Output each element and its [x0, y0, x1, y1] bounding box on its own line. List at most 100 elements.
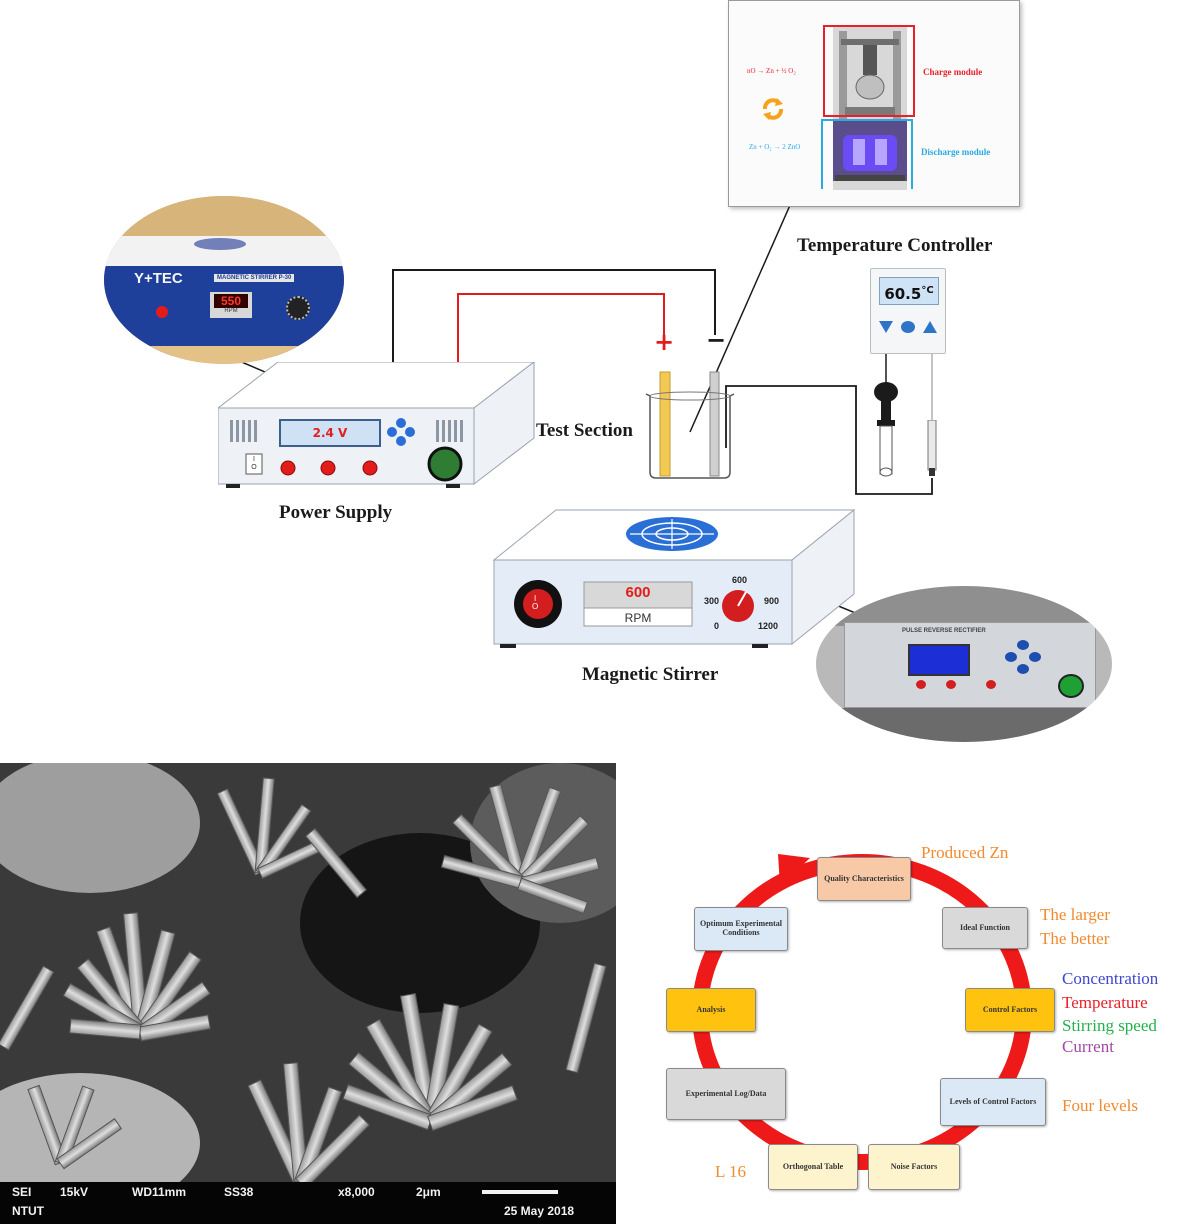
- key-right-icon: [1029, 652, 1041, 662]
- rectifier-red-button-1: [916, 680, 926, 689]
- box-orthogonal-table: Orthogonal Table: [768, 1144, 858, 1190]
- positive-electrode: [659, 371, 671, 477]
- discharge-equation: Zn + O₂ → 2 ZnO: [749, 143, 801, 151]
- box-quality-characteristics: Quality Characteristics: [817, 857, 911, 901]
- rectifier-screen: [908, 644, 970, 676]
- apparatus-photo: [825, 25, 915, 190]
- temperature-reading: 60.5: [884, 285, 922, 303]
- red-wire: [457, 293, 665, 365]
- note-l16: L 16: [715, 1162, 747, 1181]
- stirrer-photo-unit: RPM: [224, 308, 238, 314]
- charge-module-bracket: [823, 25, 915, 117]
- rectifier-shelf: [816, 586, 1112, 626]
- controller-buttons: [879, 321, 937, 333]
- sem-micrograph: SEI 15kV WD11mm SS38 x8,000 2μm NTUT 25 …: [0, 763, 616, 1224]
- note-temperature: Temperature: [1062, 993, 1148, 1012]
- rectifier-base: [816, 708, 1112, 742]
- rectifier-red-button-3: [986, 680, 996, 689]
- rectifier-photo: PULSE REVERSE RECTIFIER: [816, 586, 1112, 742]
- box-experimental-log-data: Experimental Log/Data: [666, 1068, 786, 1120]
- stirrer-plate-logo: [626, 517, 718, 551]
- sem-spot-size: SS38: [224, 1185, 254, 1199]
- beaker: [645, 371, 735, 479]
- rectifier-body: [844, 622, 1096, 708]
- key-up-icon: [1017, 640, 1029, 650]
- thermometer-probe: [874, 382, 898, 477]
- sem-scale-label: 2μm: [416, 1185, 441, 1199]
- sem-institution: NTUT: [12, 1204, 44, 1218]
- stirrer-display-unit: RPM: [624, 611, 652, 625]
- stirrer-photo: Y+TEC MAGNETIC STIRRER P-30 550 RPM: [104, 196, 344, 364]
- circle-button-icon: [901, 321, 915, 333]
- note-four-levels: Four levels: [1062, 1096, 1139, 1115]
- stirrer-model: MAGNETIC STIRRER P-30: [214, 274, 295, 282]
- box-analysis: Analysis: [666, 988, 756, 1032]
- down-triangle-icon: [879, 321, 893, 333]
- stirrer-logo-plate: [194, 238, 246, 250]
- rectifier-keypad: [1004, 640, 1042, 676]
- power-supply-display: 2.4 V: [312, 426, 348, 440]
- rectifier-red-button-2: [946, 680, 956, 689]
- temperature-sensor: [927, 420, 937, 476]
- box-ideal-function: Ideal Function: [942, 907, 1028, 949]
- magnetic-stirrer-label: Magnetic Stirrer: [582, 664, 719, 685]
- sem-magnification: x8,000: [338, 1185, 375, 1199]
- positive-terminal: +: [654, 328, 675, 356]
- refresh-arrows-icon: [763, 98, 783, 120]
- negative-electrode: [709, 371, 720, 477]
- note-produced-zn: Produced Zn: [921, 843, 1009, 862]
- rectifier-title: PULSE REVERSE RECTIFIER: [902, 628, 986, 634]
- temperature-controller-label: Temperature Controller: [797, 235, 993, 256]
- magnetic-stirrer: [492, 508, 856, 648]
- module-inset: nO → Zn + ½ O₂ Zn + O₂ → 2 ZnO: [728, 0, 1020, 207]
- discharge-module-label: Discharge module: [921, 147, 991, 157]
- stirrer-photo-reading: 550: [214, 294, 248, 308]
- box-optimum-experimental-conditions: Optimum Experimental Conditions: [694, 907, 788, 951]
- charge-equation: nO → Zn + ½ O₂: [747, 67, 796, 75]
- dial-mark-1200: 1200: [758, 621, 779, 631]
- dial-mark-600: 600: [732, 575, 748, 585]
- key-down-icon: [1017, 664, 1029, 674]
- photo-floor: [104, 346, 344, 364]
- box-levels-of-control-factors: Levels of Control Factors: [940, 1078, 1046, 1126]
- charge-module-label: Charge module: [923, 67, 983, 77]
- module-leader-line: [689, 177, 803, 433]
- dial-mark-900: 900: [764, 596, 780, 606]
- black-wire: [392, 269, 716, 365]
- sem-info-bar: SEI 15kV WD11mm SS38 x8,000 2μm NTUT 25 …: [0, 1182, 616, 1224]
- sem-scale-bar: [482, 1190, 558, 1194]
- stirrer-photo-dial: [286, 296, 310, 320]
- sem-crystals: [0, 763, 616, 1213]
- note-current: Current: [1062, 1037, 1114, 1056]
- up-triangle-icon: [923, 321, 937, 333]
- note-concentration: Concentration: [1062, 969, 1159, 988]
- power-supply: [218, 362, 535, 488]
- note-the-larger: The larger: [1040, 905, 1111, 924]
- sem-mode: SEI: [12, 1185, 32, 1199]
- test-section-label: Test Section: [536, 420, 633, 441]
- box-control-factors: Control Factors: [965, 988, 1055, 1032]
- dial-mark-300: 300: [704, 596, 720, 606]
- temperature-unit: °C: [921, 285, 934, 296]
- temperature-controller: 60.5°C: [870, 268, 946, 354]
- stirrer-display: 600: [625, 584, 651, 601]
- dial-mark-0: 0: [714, 621, 720, 631]
- box-noise-factors: Noise Factors: [868, 1144, 960, 1190]
- stirrer-power-button: [156, 306, 168, 318]
- sem-voltage: 15kV: [60, 1185, 89, 1199]
- stirrer-brand: Y+TEC: [134, 270, 183, 287]
- rectifier-green-knob: [1058, 674, 1084, 698]
- stirrer-photo-display: 550 RPM: [210, 292, 252, 318]
- discharge-module-bracket: [821, 119, 913, 189]
- power-supply-label: Power Supply: [279, 502, 393, 523]
- cycle-arrowhead: [778, 854, 810, 886]
- negative-terminal: −: [706, 326, 727, 354]
- sem-working-distance: WD11mm: [132, 1185, 187, 1199]
- note-the-better: The better: [1040, 929, 1110, 948]
- thermo-wire: [725, 385, 933, 495]
- note-stirring-speed: Stirring speed: [1062, 1016, 1157, 1035]
- temperature-display: 60.5°C: [879, 277, 939, 305]
